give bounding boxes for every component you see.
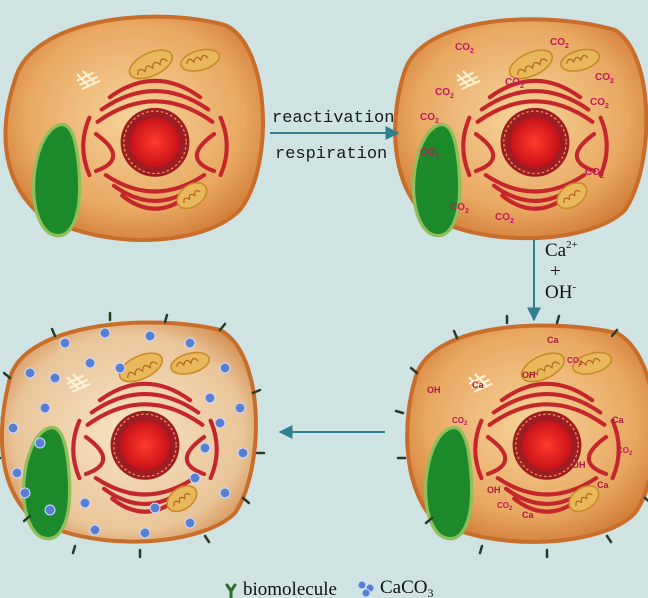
biomolecule-icon — [227, 585, 235, 597]
plus-sign: + — [550, 261, 561, 282]
respiration-label: respiration — [275, 145, 387, 164]
cell-mineralized — [0, 313, 264, 557]
ca-label: Ca — [472, 380, 484, 390]
oh-label: OH — [522, 370, 536, 380]
hydroxide-ion-label: OH- — [545, 281, 576, 303]
ca-label: Ca — [547, 335, 559, 345]
oh-label: OH — [572, 460, 586, 470]
ca-label: Ca — [612, 415, 624, 425]
cell-initial — [5, 17, 262, 240]
cell-ion-uptake: OH OH OH OH Ca Ca Ca Ca Ca CO2 CO2 CO2 C… — [396, 316, 648, 557]
calcium-ion-label: Ca2+ — [545, 239, 578, 261]
caco3-icon — [358, 581, 374, 597]
reactivation-arrow: reactivation respiration — [270, 109, 398, 164]
ion-addition-arrow: Ca2+ + OH- — [534, 239, 578, 320]
ca-label: Ca — [522, 510, 534, 520]
caco3-legend-label: CaCO3 — [380, 577, 434, 598]
oh-label: OH — [427, 385, 441, 395]
reactivation-label: reactivation — [272, 109, 394, 128]
oh-label: OH — [487, 485, 501, 495]
legend: biomolecule CaCO3 — [227, 577, 434, 598]
cell-respiring: CO2 CO2 CO2 CO2 CO2 CO2 CO2 CO2 CO2 CO2 … — [395, 19, 646, 238]
ca-label: Ca — [597, 480, 609, 490]
biomolecule-legend-label: biomolecule — [243, 579, 337, 598]
